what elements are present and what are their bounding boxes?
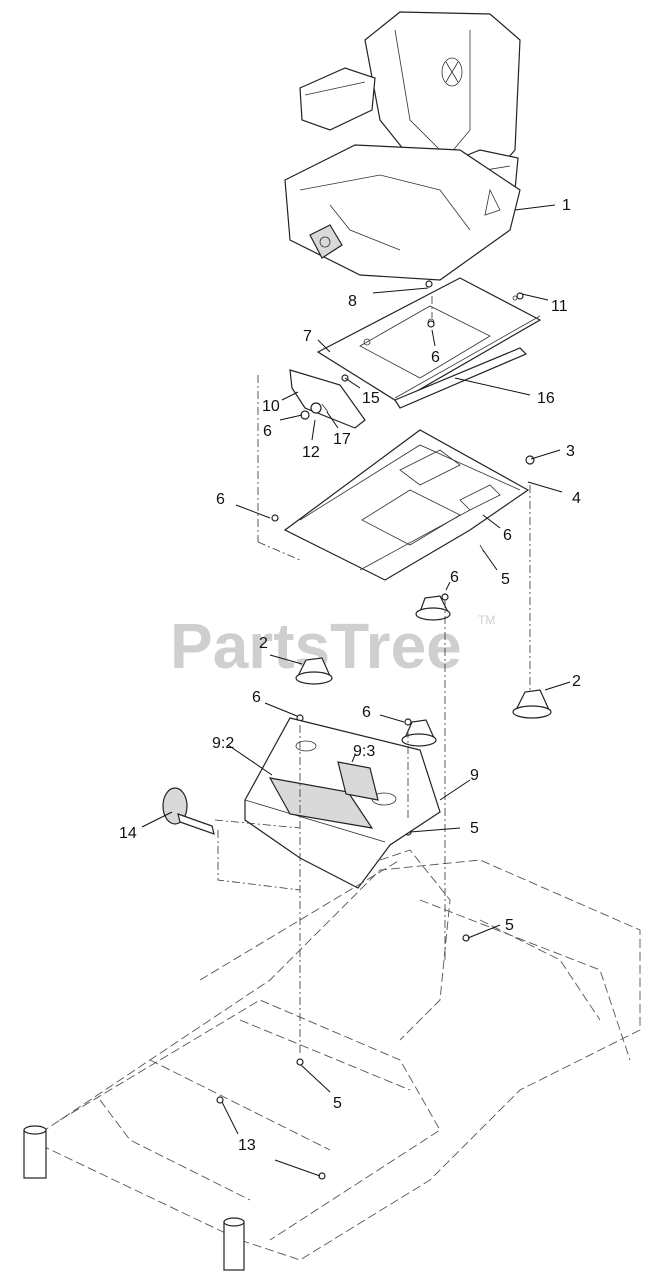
- isolator-mounts[interactable]: [295, 595, 552, 747]
- callout-9-3[interactable]: 9:3: [353, 743, 375, 760]
- slide-rail[interactable]: [394, 347, 528, 409]
- callout-2-left[interactable]: 2: [259, 635, 268, 652]
- callout-6-isolator[interactable]: 6: [450, 569, 459, 586]
- logo-decal[interactable]: [162, 787, 215, 835]
- callout-10[interactable]: 10: [262, 398, 280, 415]
- small-fasteners: [216, 280, 535, 1180]
- callout-labels: 1 8 11 6 7 15 16 10 6 12 17 3 4 6 6 5 6 …: [119, 197, 581, 1154]
- callout-5-shroud[interactable]: 5: [470, 820, 479, 837]
- callout-2-right[interactable]: 2: [572, 673, 581, 690]
- callout-6-left[interactable]: 6: [216, 491, 225, 508]
- callout-5-lower[interactable]: 5: [333, 1095, 342, 1112]
- callout-6-right[interactable]: 6: [503, 527, 512, 544]
- watermark-trademark: TM: [478, 613, 495, 627]
- frame-legs: [23, 1125, 245, 1271]
- callout-11[interactable]: 11: [551, 298, 568, 315]
- callout-12[interactable]: 12: [302, 444, 320, 461]
- callout-3[interactable]: 3: [566, 443, 575, 460]
- callout-6-shroud-left[interactable]: 6: [252, 689, 261, 706]
- adjuster-bracket[interactable]: [289, 369, 366, 429]
- callout-17[interactable]: 17: [333, 431, 351, 448]
- seat-assembly[interactable]: [284, 11, 521, 281]
- callout-5-plate[interactable]: 5: [501, 571, 510, 588]
- callout-8[interactable]: 8: [348, 293, 357, 310]
- callout-9-2[interactable]: 9:2: [212, 735, 234, 752]
- callout-5-frame[interactable]: 5: [505, 917, 514, 934]
- alignment-lines: [214, 296, 531, 1055]
- seat-base-plate[interactable]: [316, 277, 542, 403]
- callout-6-plate[interactable]: 6: [431, 349, 440, 366]
- callout-16[interactable]: 16: [537, 390, 555, 407]
- callout-7[interactable]: 7: [303, 328, 312, 345]
- callout-15[interactable]: 15: [362, 390, 380, 407]
- callout-6-shroud-right[interactable]: 6: [362, 704, 371, 721]
- callout-13[interactable]: 13: [238, 1137, 256, 1154]
- main-frame: [29, 849, 641, 1261]
- callout-6-bracket[interactable]: 6: [263, 423, 272, 440]
- callout-1[interactable]: 1: [562, 197, 571, 214]
- suspension-plate[interactable]: [283, 429, 530, 581]
- callout-14[interactable]: 14: [119, 825, 137, 842]
- seat-shroud[interactable]: [244, 717, 441, 889]
- callout-4[interactable]: 4: [572, 490, 581, 507]
- leader-lines: [141, 204, 571, 1177]
- callout-9[interactable]: 9: [470, 767, 479, 784]
